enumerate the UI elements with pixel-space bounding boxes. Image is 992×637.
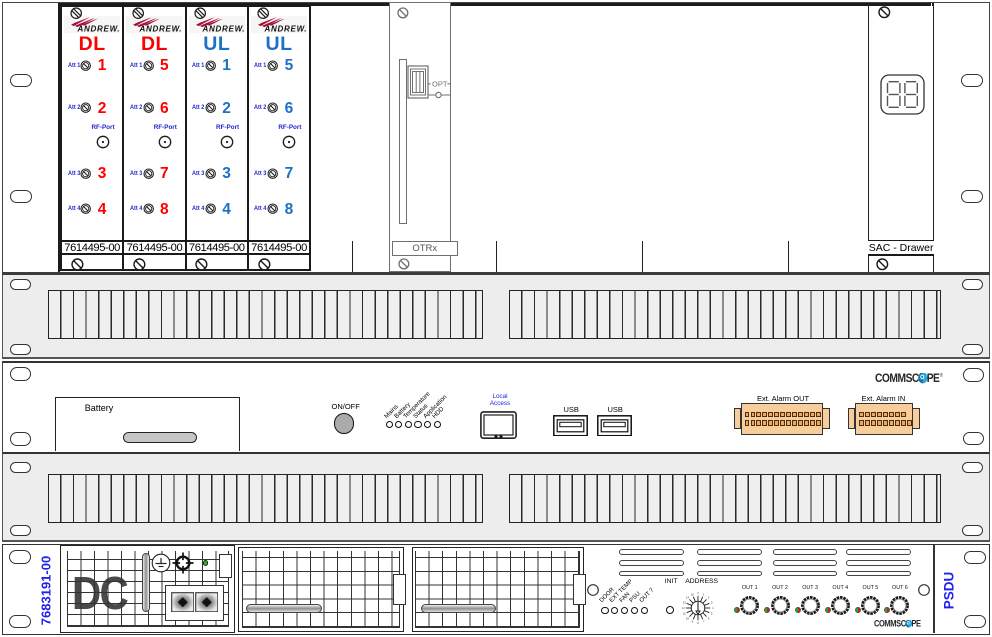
svg-text:1: 1 xyxy=(703,592,705,596)
svg-text:3: 3 xyxy=(711,600,713,604)
svg-text:2: 2 xyxy=(708,596,710,600)
svg-text:OPT: OPT xyxy=(432,79,448,88)
svg-text:13: 13 xyxy=(683,600,687,604)
svg-text:PE: PE xyxy=(911,620,921,629)
svg-text:10: 10 xyxy=(686,617,690,621)
svg-text:ANDREW.: ANDREW. xyxy=(139,24,182,33)
svg-text:ANDREW.: ANDREW. xyxy=(77,24,120,33)
svg-text:12: 12 xyxy=(682,606,686,610)
svg-text:15: 15 xyxy=(691,592,695,596)
svg-text:COMMSC: COMMSC xyxy=(875,373,919,385)
svg-text:14: 14 xyxy=(686,596,690,600)
svg-text:11: 11 xyxy=(683,612,686,616)
svg-text:5: 5 xyxy=(711,612,713,616)
svg-text:6: 6 xyxy=(708,617,710,621)
svg-text:7: 7 xyxy=(703,620,705,624)
svg-text:®: ® xyxy=(940,373,944,378)
svg-text:8: 8 xyxy=(697,621,699,625)
svg-text:PE: PE xyxy=(927,373,941,385)
svg-text:0: 0 xyxy=(697,591,699,595)
svg-text:ANDREW.: ANDREW. xyxy=(201,24,244,33)
svg-text:9: 9 xyxy=(692,620,694,624)
svg-text:COMMSC: COMMSC xyxy=(874,620,906,629)
svg-text:4: 4 xyxy=(712,606,714,610)
svg-text:ANDREW.: ANDREW. xyxy=(263,24,306,33)
